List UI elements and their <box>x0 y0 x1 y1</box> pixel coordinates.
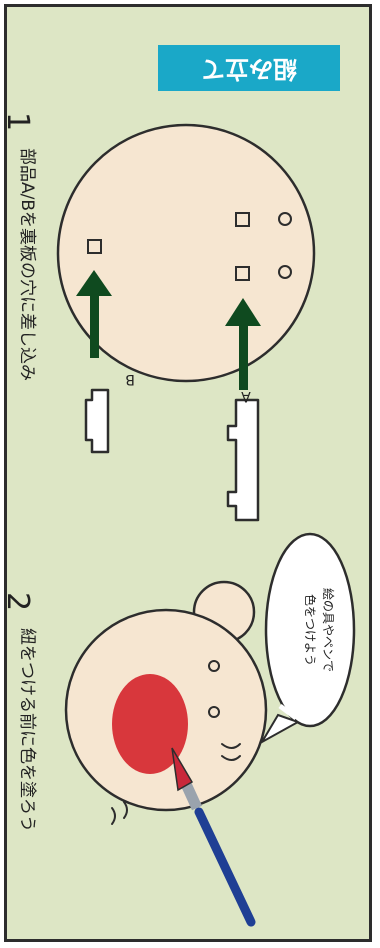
round-hole <box>278 265 292 279</box>
part-a-label: A <box>241 388 251 404</box>
paintbrush-icon <box>171 747 256 927</box>
part-a <box>226 398 260 522</box>
brush-ferrule <box>181 781 202 811</box>
insertion-arrow-icon <box>225 298 261 390</box>
motion-lines <box>111 743 241 825</box>
bear-eye <box>208 660 220 672</box>
speech-bubble-line-2: 色をつけよう <box>303 594 317 666</box>
board-holes <box>87 212 292 281</box>
speech-bubble-line-1: 絵の具やペンで <box>321 588 336 672</box>
part-b <box>84 388 110 454</box>
step-1-text: 部品A/Bを裏板の穴に差し込み <box>17 148 38 381</box>
step-1-number: 1 <box>0 112 35 131</box>
bear-face <box>64 580 268 812</box>
title-badge-background <box>158 45 340 91</box>
part-b-label: B <box>125 371 135 387</box>
square-hole <box>235 212 250 227</box>
round-hole <box>278 212 292 226</box>
square-hole <box>235 266 250 281</box>
square-hole <box>87 239 102 254</box>
bear-eye <box>208 706 220 718</box>
page-title: 組み立て <box>201 55 297 83</box>
speech-bubble-icon <box>259 532 356 745</box>
brush-tip <box>171 747 194 792</box>
step-2-number: 2 <box>0 592 35 611</box>
insertion-arrow-icon <box>76 270 112 358</box>
title-badge: 組み立て <box>158 45 340 91</box>
painted-cheek <box>112 674 188 774</box>
brush-handle <box>194 807 256 927</box>
step-2-text: 紐をつける前に色を塗ろう <box>17 628 38 832</box>
